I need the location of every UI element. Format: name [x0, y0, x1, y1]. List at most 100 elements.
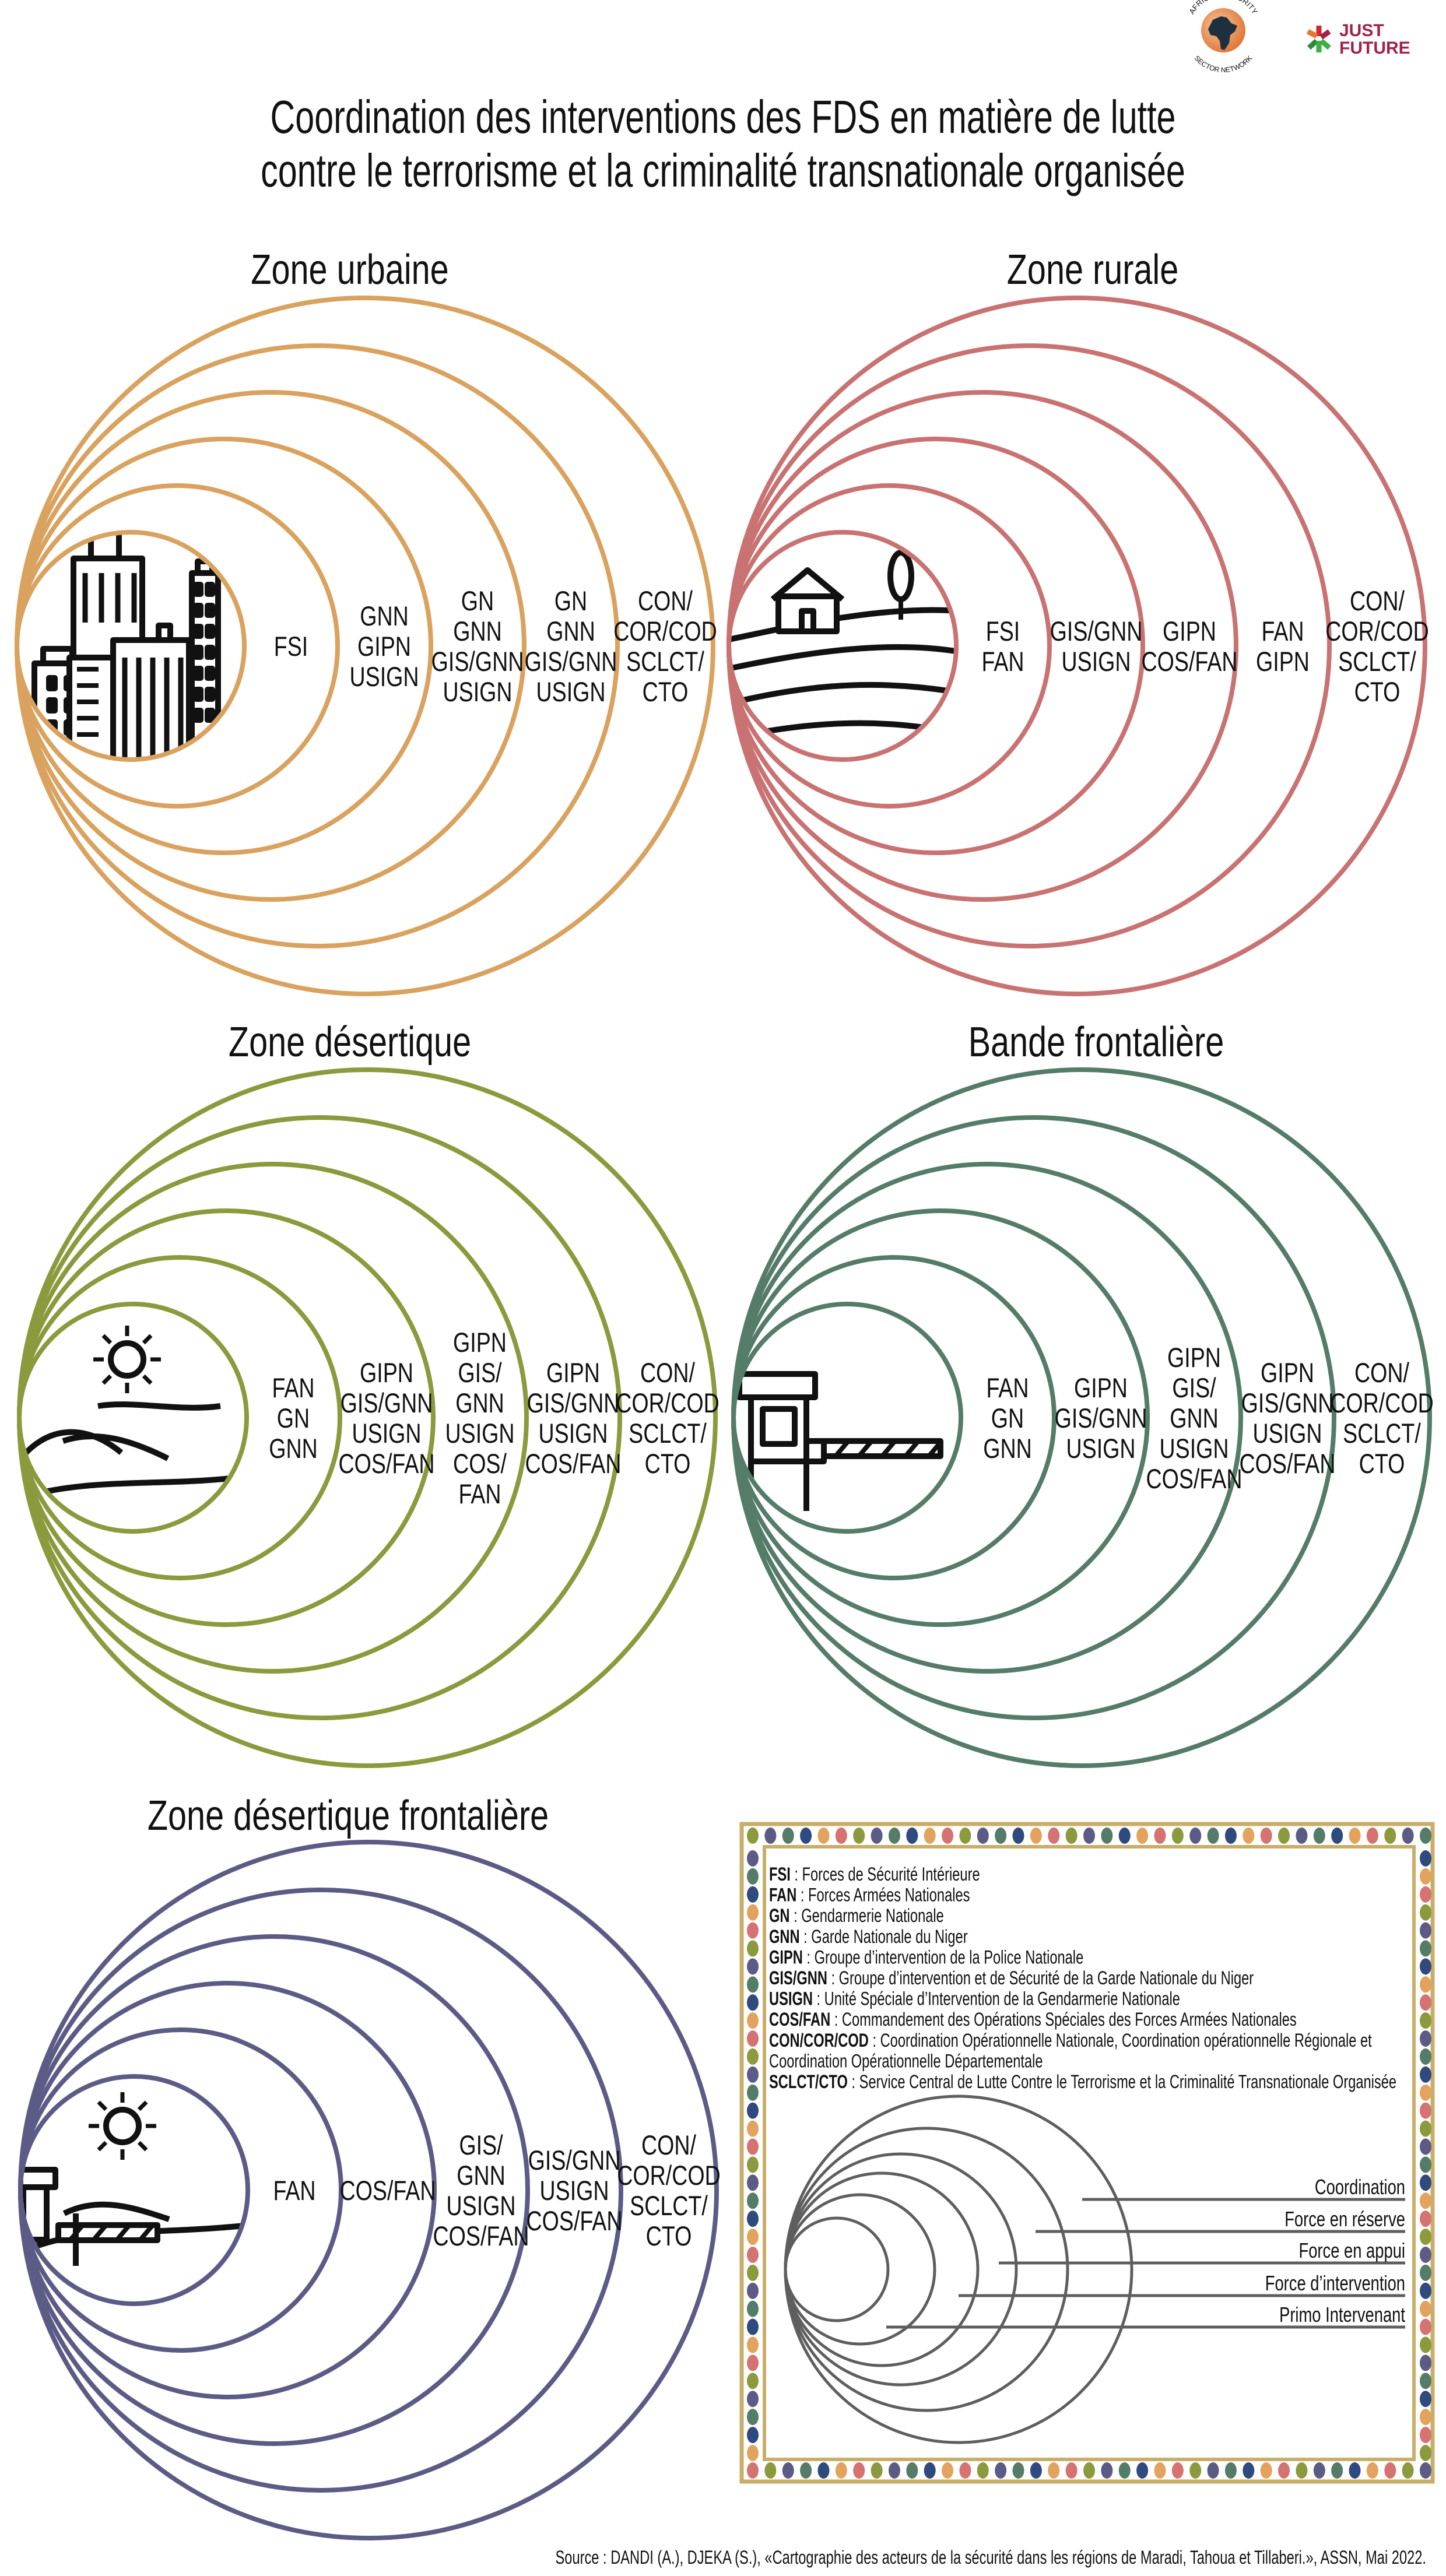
border-dot [747, 2336, 759, 2353]
legend-ring [784, 2216, 890, 2322]
assn-logo-bottom-text: SECTOR NETWORK [1193, 54, 1254, 74]
border-dot [1136, 1828, 1149, 1844]
zone-title: Zone urbaine [251, 246, 448, 293]
border-dot [747, 2102, 759, 2119]
border-dot [888, 2462, 900, 2479]
border-dot [1420, 2336, 1431, 2353]
ring-label-line: FAN [986, 1373, 1029, 1404]
ring-label-line: CTO [1354, 677, 1401, 708]
border-dot [1420, 2373, 1431, 2389]
legend-level-label: Force en réserve [1284, 2207, 1405, 2231]
border-dot [1296, 1828, 1308, 1844]
border-dot [747, 1886, 759, 1903]
house-field-icon [731, 550, 954, 742]
sun-dunes-icon [22, 1326, 244, 1502]
ring-label-1: FSI [274, 631, 308, 662]
ring-label-line: GIPN [546, 1358, 600, 1389]
ring-5 [18, 1840, 719, 2540]
border-dot [747, 2048, 759, 2065]
border-dot [1420, 2174, 1431, 2191]
legend-abbr: GIPN [769, 1947, 803, 1967]
ring-label-line: COR/COD [616, 1388, 720, 1419]
ring-5 [17, 1067, 718, 1768]
border-dot [764, 2462, 777, 2479]
ring-label-line: CON/ [641, 2130, 696, 2161]
ring-label-line: GIPN [1167, 1343, 1221, 1373]
border-dot [747, 2229, 759, 2245]
ring-label-line: USIGN [1061, 646, 1131, 677]
border-dot [1420, 1958, 1431, 1975]
border-dot [1384, 2462, 1396, 2479]
border-dot [924, 1828, 936, 1844]
border-dot [1420, 1868, 1431, 1885]
legend-abbr: CON/COR/COD [769, 2030, 869, 2050]
legend-meaning: : Forces de Sécurité Intérieure [791, 1864, 980, 1885]
ring-label-line: USIGN [443, 677, 512, 708]
border-dot [747, 2012, 759, 2029]
border-dot [747, 2427, 759, 2444]
border-dot [1420, 2192, 1431, 2209]
border-dot [747, 2210, 759, 2227]
border-dot [747, 2391, 759, 2408]
ring-label-line: GIPN [1074, 1373, 1128, 1404]
ring-label-line: FAN [981, 646, 1024, 677]
ring-label-line: SCLCT/ [1343, 1418, 1421, 1449]
legend-definition: GIS/GNN : Groupe d’intervention et de Sé… [769, 1968, 1254, 1988]
border-dot [1189, 1828, 1202, 1844]
border-dot [1420, 2282, 1431, 2299]
ring-label-line: GIS/ [459, 2130, 503, 2161]
ring-label-line: USIGN [538, 1418, 608, 1449]
border-dot [1243, 2462, 1255, 2479]
border-dot [1012, 1828, 1024, 1844]
just-future-star-icon [1306, 26, 1331, 52]
border-dot [747, 2409, 759, 2426]
border-dot [1420, 2012, 1431, 2029]
border-dot [1420, 2462, 1431, 2479]
border-dot [906, 2462, 918, 2479]
ring-label-line: GIPN [1163, 616, 1216, 647]
ring-label-line: COS/FAN [1146, 1464, 1243, 1495]
ring-label-line: CON/ [1350, 586, 1405, 617]
ring-label-line: GN [991, 1403, 1024, 1434]
border-dot [1420, 2247, 1431, 2263]
legend-abbr: SCLCT/CTO [769, 2072, 848, 2092]
ring-4 [18, 1888, 623, 2493]
border-dot [1366, 2462, 1378, 2479]
legend-ring [784, 2152, 1018, 2387]
legend-definition: SCLCT/CTO : Service Central de Lutte Con… [769, 2072, 1396, 2092]
ring-label-line: COS/FAN [1240, 1449, 1336, 1479]
ring-label-line: GIS/GNN [341, 1388, 433, 1419]
ring-label-line: USIGN [446, 2191, 515, 2222]
zone-title: Bande frontalière [968, 1018, 1224, 1066]
border-dot [977, 2462, 989, 2479]
legend-level-label: Primo Intervenant [1279, 2303, 1405, 2327]
zone-title: Zone désertique [229, 1018, 471, 1066]
border-dot [747, 2120, 759, 2137]
legend-ring [784, 2127, 1069, 2412]
legend-abbr: FAN [769, 1885, 796, 1905]
ring-label-line: USIGN [349, 662, 419, 693]
ring-label-line: CON/ [638, 586, 693, 617]
legend-level-label: Coordination [1315, 2175, 1405, 2199]
legend-ring [784, 2171, 980, 2367]
legend-meaning: : Service Central de Lutte Contre le Ter… [848, 2072, 1396, 2092]
ring-label-line: USIGN [539, 2176, 609, 2206]
inner-ring [17, 1302, 249, 1534]
border-dot [959, 2462, 971, 2479]
border-dot [1420, 2318, 1431, 2335]
border-dot [1278, 1828, 1290, 1844]
legend-outer-border [739, 1822, 1435, 2484]
border-dot [1420, 1976, 1431, 1993]
border-dot [1189, 2462, 1202, 2479]
ring-label-line: GN [277, 1403, 310, 1434]
border-dot [1278, 2462, 1290, 2479]
